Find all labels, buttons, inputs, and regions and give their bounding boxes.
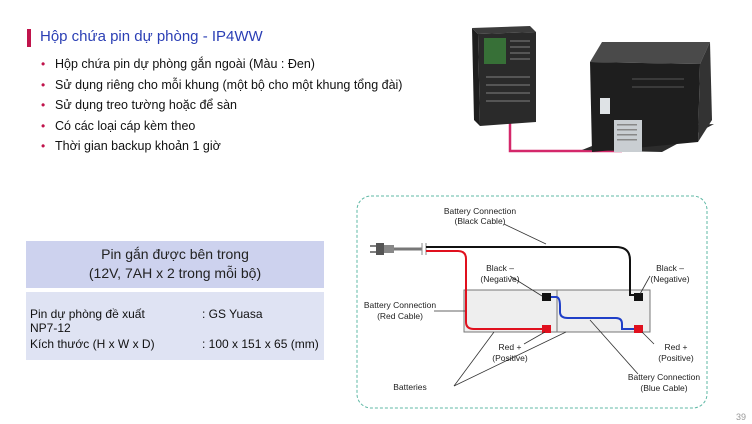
info-box-line2: (12V, 7AH x 2 trong mỗi bộ) <box>88 265 262 281</box>
bullet-icon: • <box>41 139 46 153</box>
label-black-cable: Battery Connection <box>444 206 517 216</box>
spec-battery-model: NP7-12 <box>30 321 71 335</box>
battery-box-illustration <box>472 26 714 153</box>
label-red-cable: Battery Connection <box>364 300 437 310</box>
feature-text: Có các loại cáp kèm theo <box>55 118 196 133</box>
spec-battery-label: Pin dự phòng đề xuất <box>30 307 145 321</box>
red-cable <box>426 250 542 330</box>
spec-size-label: Kích thước (H x W x D) <box>30 337 155 351</box>
label-red-positive-right-sub: (Positive) <box>658 353 694 363</box>
blue-cable <box>551 296 634 330</box>
feature-item: • Thời gian backup khoản 1 giờ <box>40 136 402 157</box>
feature-text: Hộp chứa pin dự phòng gắn ngoài (Màu : Đ… <box>55 57 315 71</box>
label-black-negative-left: Black – <box>486 263 514 273</box>
feature-text: Sử dụng riêng cho mỗi khung (một bộ cho … <box>55 77 403 92</box>
label-red-cable-sub: (Red Cable) <box>377 311 423 321</box>
label-black-negative-right: Black – <box>656 263 684 273</box>
feature-text: Thời gian backup khoản 1 giờ <box>55 139 221 153</box>
label-blue-cable-sub: (Blue Cable) <box>640 383 687 393</box>
bullet-icon: • <box>41 118 46 133</box>
terminal-right-negative <box>634 293 643 301</box>
terminal-left-positive <box>542 325 551 333</box>
label-blue-cable: Battery Connection <box>628 372 701 382</box>
connection-cable <box>508 122 622 153</box>
feature-text: Sử dụng treo tường hoặc để sàn <box>55 98 237 112</box>
label-red-positive-left-sub: (Positive) <box>492 353 528 363</box>
bullet-icon: • <box>41 98 46 112</box>
spec-size-value: : 100 x 151 x 65 (mm) <box>202 337 319 351</box>
spec-battery-value: : GS Yuasa <box>202 307 263 321</box>
label-black-cable-sub: (Black Cable) <box>454 216 505 226</box>
battery-connector-plug <box>370 243 427 255</box>
title-accent-bar <box>27 29 31 47</box>
info-box-header: Pin gắn được bên trong (12V, 7AH x 2 tro… <box>26 241 324 288</box>
wiring-diagram: Battery Connection (Black Cable) Black –… <box>356 195 708 409</box>
label-red-positive-right: Red + <box>665 342 688 352</box>
terminal-right-positive <box>634 325 643 333</box>
label-batteries: Batteries <box>393 382 427 392</box>
wall-mount-unit <box>472 26 536 126</box>
page-number: 39 <box>735 412 746 422</box>
label-red-positive-left: Red + <box>499 342 522 352</box>
bullet-icon: • <box>41 57 46 71</box>
feature-item: • Có các loại cáp kèm theo <box>40 116 402 137</box>
black-cable <box>426 246 636 296</box>
terminal-left-negative <box>542 293 551 301</box>
label-black-negative-left-sub: (Negative) <box>480 274 519 284</box>
feature-list: • Hộp chứa pin dự phòng gắn ngoài (Màu : … <box>40 54 402 157</box>
feature-item: • Sử dụng treo tường hoặc để sàn <box>40 95 402 116</box>
floor-stand-unit <box>582 42 714 152</box>
spec-box <box>26 292 324 360</box>
page-title: Hộp chứa pin dự phòng - IP4WW <box>40 28 263 45</box>
label-black-negative-right-sub: (Negative) <box>650 274 689 284</box>
feature-item: • Sử dụng riêng cho mỗi khung (một bộ cho… <box>40 75 402 96</box>
feature-item: • Hộp chứa pin dự phòng gắn ngoài (Màu : … <box>40 54 402 75</box>
info-box-line1: Pin gắn được bên trong <box>101 246 249 262</box>
bullet-icon: • <box>41 77 46 92</box>
